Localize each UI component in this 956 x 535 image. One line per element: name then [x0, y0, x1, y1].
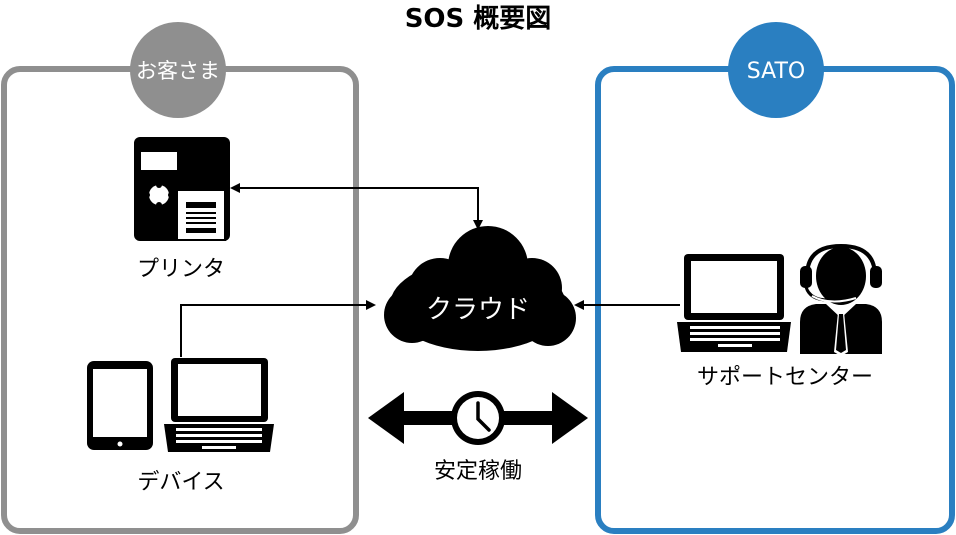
diagram-title: SOS 概要図 — [405, 4, 552, 34]
support-center-label: サポートセンター — [697, 365, 873, 390]
device-label: デバイス — [137, 470, 224, 495]
customer-badge — [130, 22, 226, 118]
device-to-cloud-arrow — [180, 300, 376, 357]
cloud-icon — [384, 226, 576, 351]
printer-label: プリンタ — [137, 257, 225, 282]
support-laptop-icon — [677, 254, 791, 352]
sato-badge — [728, 22, 824, 118]
headset-operator-icon — [800, 243, 882, 356]
printer-icon — [134, 137, 230, 241]
laptop-icon — [164, 358, 274, 452]
tablet-icon — [87, 361, 153, 450]
cloud-label: クラウド — [426, 295, 530, 325]
uptime-label: 安定稼働 — [434, 459, 522, 484]
customer-badge-label: お客さま — [136, 59, 220, 83]
sato-badge-label: SATO — [747, 59, 805, 84]
clock-icon — [451, 391, 505, 445]
